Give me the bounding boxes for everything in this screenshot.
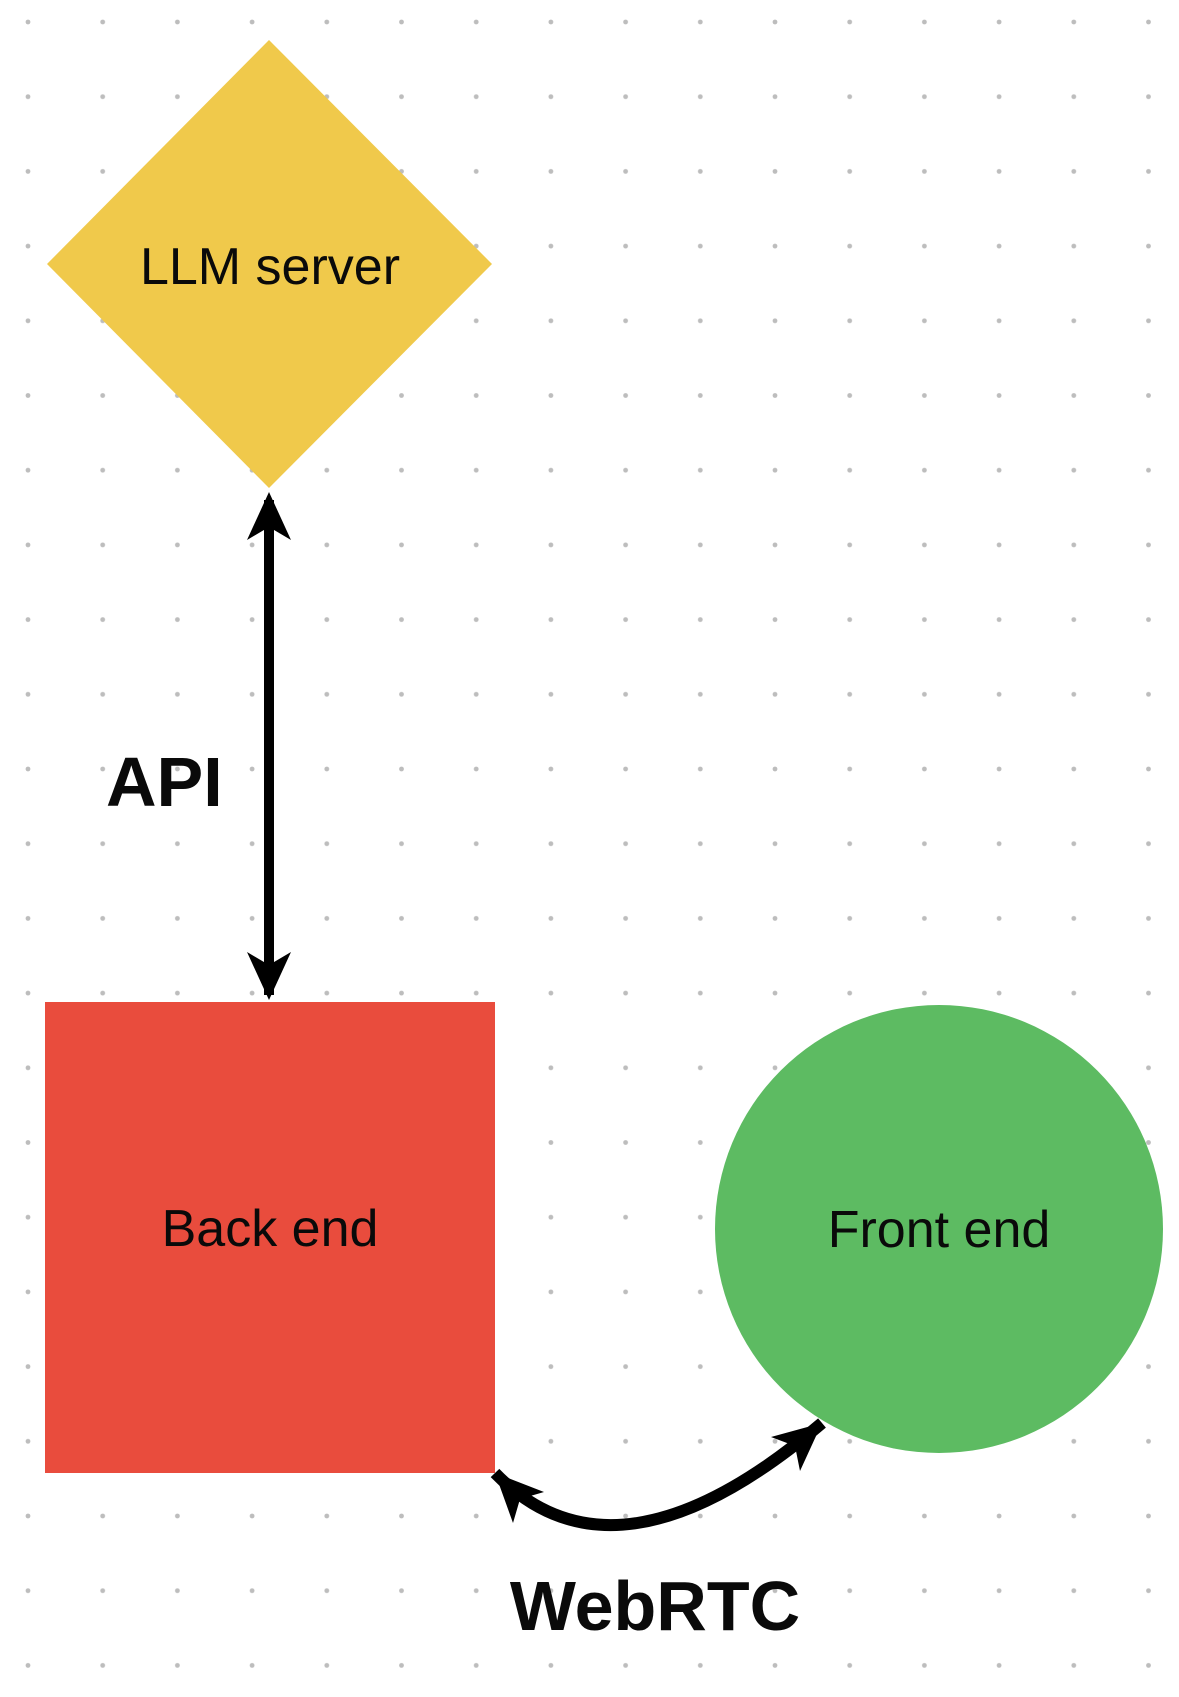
label-back-end: Back end	[162, 1200, 379, 1258]
webrtc-arrow-shaft[interactable]	[490, 1418, 826, 1532]
node-back-end-square[interactable]	[45, 1002, 495, 1473]
label-api: API	[106, 743, 223, 821]
node-llm-server-diamond[interactable]	[47, 40, 492, 488]
edge-api-connector[interactable]	[247, 492, 291, 1000]
webrtc-arrowhead-left-icon	[495, 1473, 544, 1523]
webrtc-arrowhead-right-icon	[771, 1423, 822, 1471]
label-webrtc: WebRTC	[510, 1567, 800, 1645]
api-arrowhead-up-icon	[247, 492, 291, 540]
edge-webrtc-connector[interactable]	[490, 1418, 826, 1532]
label-front-end: Front end	[828, 1201, 1051, 1259]
label-llm-server: LLM server	[140, 238, 400, 296]
node-front-end-circle[interactable]	[715, 1005, 1163, 1453]
api-arrowhead-down-icon	[247, 952, 291, 1000]
